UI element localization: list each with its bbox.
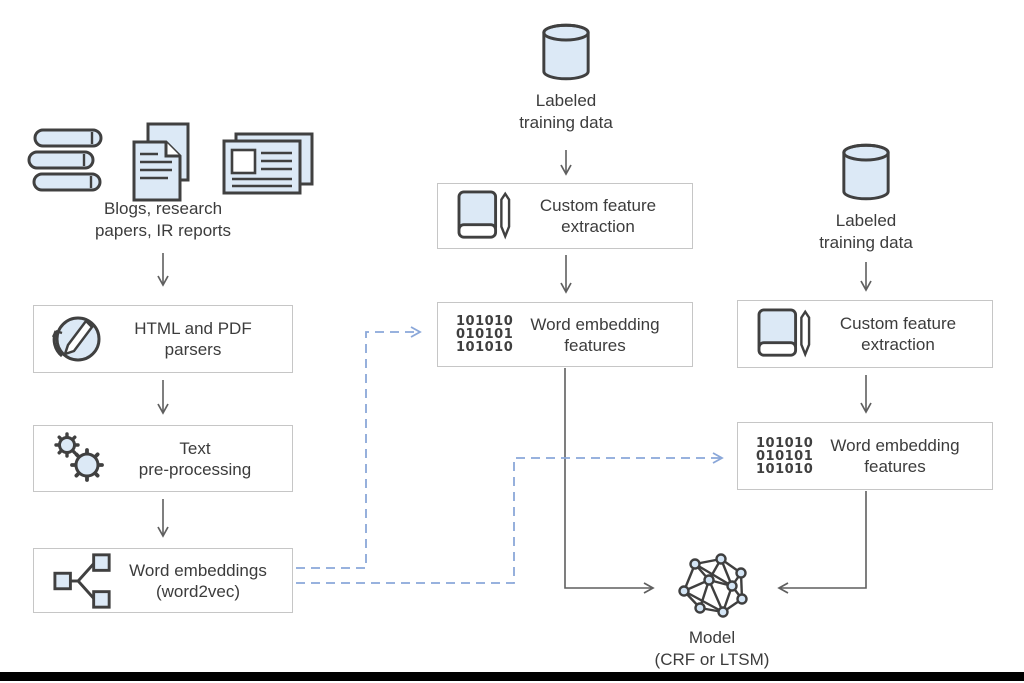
binary-icon: 101010 010101 101010 xyxy=(756,435,814,477)
preprocessing-box-line1: Text xyxy=(179,438,211,458)
mid-datastore-line2: training data xyxy=(519,113,613,132)
book-pen-icon xyxy=(757,308,811,358)
binary-row3: 101010 xyxy=(456,340,514,355)
sources-caption-line2: papers, IR reports xyxy=(94,221,232,240)
right-embedding-features-label: Word embedding features xyxy=(808,435,992,477)
mid-datastore-caption: Labeled training data xyxy=(496,90,636,134)
model-caption: Model (CRF or LTSM) xyxy=(632,627,792,671)
books-icon xyxy=(27,128,103,192)
embeddings-box-label: Word embeddings (word2vec) xyxy=(114,560,292,602)
word-embeddings-icon xyxy=(53,552,111,609)
right-embedding-features-line2: features xyxy=(864,457,926,476)
mid-database-icon xyxy=(542,23,590,81)
binary-row2: 010101 xyxy=(756,448,814,464)
mid-datastore-line1: Labeled xyxy=(535,91,597,110)
binary-row3: 101010 xyxy=(756,461,814,477)
right-datastore-line2: training data xyxy=(819,233,913,252)
model-caption-line2: (CRF or LTSM) xyxy=(654,650,770,669)
right-datastore-caption: Labeled training data xyxy=(796,210,936,254)
parser-icon xyxy=(52,316,101,362)
mid-feature-box-line2: extraction xyxy=(561,217,635,236)
embeddings-box-line2: (word2vec) xyxy=(155,581,241,601)
binary-row2: 010101 xyxy=(456,327,514,342)
newspaper-icon xyxy=(222,132,314,195)
mid-embedding-features-label: Word embedding features xyxy=(508,314,692,356)
preprocessing-box: Text pre-processing xyxy=(33,425,293,492)
right-feature-box-line1: Custom feature xyxy=(839,314,957,333)
model-network-icon xyxy=(678,553,748,618)
binary-icon: 101010 010101 101010 xyxy=(456,314,514,355)
book-pen-icon xyxy=(457,190,511,240)
embeddings-box-line1: Word embeddings xyxy=(129,560,267,580)
sources-caption-line1: Blogs, research xyxy=(103,199,223,218)
embeddings-box: Word embeddings (word2vec) xyxy=(33,548,293,613)
arrow-mid-features-to-model xyxy=(564,368,655,594)
sources-caption: Blogs, research papers, IR reports xyxy=(33,198,293,242)
dashed-arrow-embeddings-to-right-features xyxy=(296,452,724,584)
binary-row1: 101010 xyxy=(756,435,814,451)
mid-feature-box-label: Custom feature extraction xyxy=(514,195,692,237)
parsers-box-label: HTML and PDF parsers xyxy=(104,318,292,360)
mid-feature-box-line1: Custom feature xyxy=(539,196,657,215)
parsers-box-line2: parsers xyxy=(164,340,222,359)
right-embedding-features-box: 101010 010101 101010 Word embedding feat… xyxy=(737,422,993,490)
right-feature-box-label: Custom feature extraction xyxy=(814,313,992,355)
right-embedding-features-line1: Word embedding xyxy=(830,436,960,455)
dashed-arrow-embeddings-to-mid-features xyxy=(296,326,422,569)
parsers-box: HTML and PDF parsers xyxy=(33,305,293,373)
right-database-icon xyxy=(842,143,890,201)
bottom-bar xyxy=(0,672,1024,681)
documents-icon xyxy=(132,122,190,202)
model-caption-line1: Model xyxy=(688,628,736,647)
right-feature-box: Custom feature extraction xyxy=(737,300,993,368)
binary-row1: 101010 xyxy=(456,314,514,329)
right-datastore-line1: Labeled xyxy=(835,211,897,230)
mid-embedding-features-line1: Word embedding xyxy=(530,314,660,334)
parsers-box-line1: HTML and PDF xyxy=(134,319,252,338)
mid-feature-box: Custom feature extraction xyxy=(437,183,693,249)
preprocessing-box-line2: pre-processing xyxy=(138,459,252,479)
right-feature-box-line2: extraction xyxy=(861,335,935,354)
mid-embedding-features-line2: features xyxy=(564,335,626,355)
gears-icon xyxy=(54,431,104,482)
preprocessing-box-label: Text pre-processing xyxy=(108,438,292,480)
mid-embedding-features-box: 101010 010101 101010 Word embedding feat… xyxy=(437,302,693,367)
arrow-right-features-to-model xyxy=(777,491,867,594)
source-icons xyxy=(26,122,314,202)
